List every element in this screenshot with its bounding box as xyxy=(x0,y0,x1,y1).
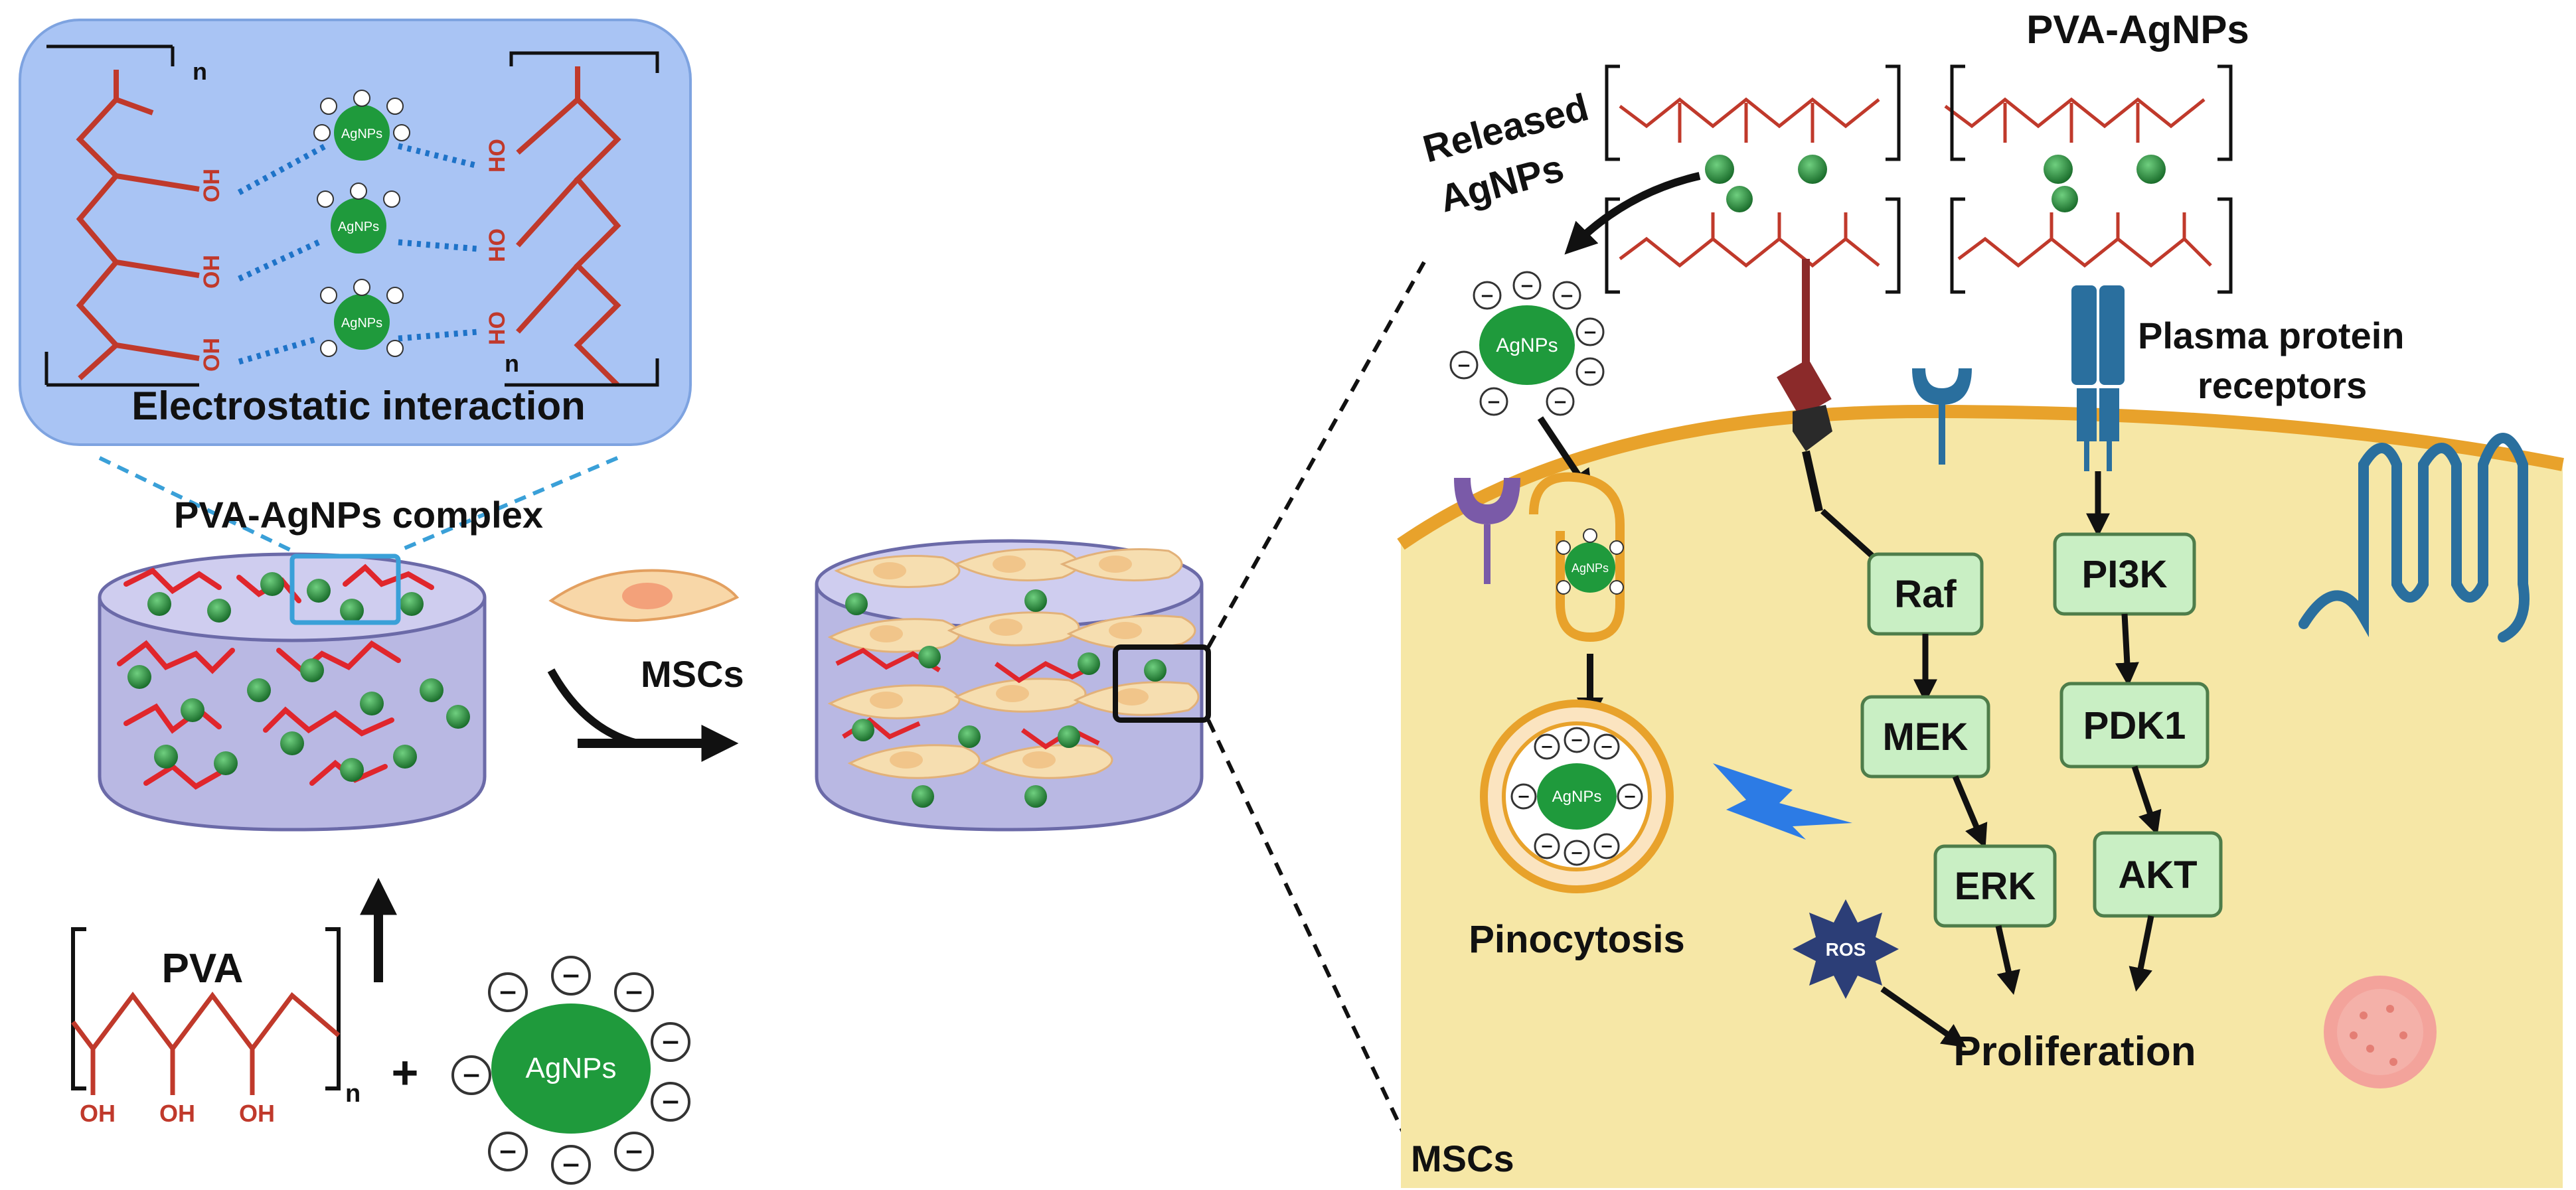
red-receptor-icon xyxy=(1777,259,1832,512)
oh-label: OH xyxy=(199,255,224,289)
svg-text:AgNPs: AgNPs xyxy=(338,220,379,234)
agnp-particle: AgNPs xyxy=(334,294,390,350)
svg-text:−: − xyxy=(561,962,581,990)
svg-text:−: − xyxy=(624,1138,644,1165)
kinase-pi3k: PI3K xyxy=(2082,553,2168,596)
svg-text:−: − xyxy=(561,1152,581,1179)
svg-text:−: − xyxy=(1517,787,1530,806)
nucleus-icon xyxy=(2324,976,2437,1088)
released-agnp: AgNPs − − − − − − − − xyxy=(1449,271,1605,416)
zoom-highlight-box xyxy=(289,554,401,625)
svg-text:−: − xyxy=(624,979,644,1006)
negative-charges: − − − − − − − − − xyxy=(451,956,690,1185)
oh-label: OH xyxy=(239,1100,275,1127)
mscs-arrow-label: MSCs xyxy=(641,653,744,695)
kinase-akt: AKT xyxy=(2118,854,2197,897)
svg-text:−: − xyxy=(1623,787,1637,806)
ros-arrow xyxy=(1880,986,1967,1048)
svg-text:−: − xyxy=(498,979,518,1006)
msc-cell-panel: MSCs xyxy=(1397,404,2564,1188)
plus-sign: + xyxy=(392,1047,419,1098)
pva-agnps-scaffold xyxy=(98,552,487,832)
svg-text:−: − xyxy=(1487,392,1501,412)
agnp-large: AgNPs − − − − − − − − − xyxy=(451,956,690,1185)
svg-text:AgNPs: AgNPs xyxy=(1571,561,1609,575)
blue-receptor-icon xyxy=(1912,368,1972,465)
kinase-raf: Raf xyxy=(1894,573,1957,616)
svg-text:AgNPs: AgNPs xyxy=(341,316,382,331)
svg-text:−: − xyxy=(1540,837,1554,855)
inset-zoom-lines xyxy=(98,456,619,553)
svg-text:−: − xyxy=(1570,731,1583,749)
ho-label: HO xyxy=(485,311,510,345)
lightning-icon xyxy=(1713,763,1852,840)
msc-cell-icon xyxy=(548,569,740,623)
pva-agnps-label: PVA-AgNPs xyxy=(2026,7,2249,52)
n-subscript: n xyxy=(345,1080,361,1108)
svg-text:−: − xyxy=(661,1029,681,1056)
svg-text:−: − xyxy=(1583,323,1597,342)
svg-text:−: − xyxy=(661,1088,681,1116)
pva-label: PVA xyxy=(162,946,244,992)
gpcr-receptor-icon xyxy=(2298,433,2530,642)
ho-label: HO xyxy=(485,139,510,173)
svg-text:−: − xyxy=(1600,837,1613,855)
svg-text:AgNPs: AgNPs xyxy=(526,1052,617,1084)
svg-text:ROS: ROS xyxy=(1826,939,1866,960)
svg-text:−: − xyxy=(1553,392,1568,412)
svg-text:−: − xyxy=(498,1138,518,1165)
svg-text:−: − xyxy=(461,1062,481,1089)
svg-text:AgNPs: AgNPs xyxy=(341,127,382,141)
n-subscript: n xyxy=(505,350,519,377)
pinocytosis-vesicle: AgNPs − − − − − − − − xyxy=(1480,700,1674,893)
svg-text:−: − xyxy=(1570,844,1583,862)
cell-seeded-scaffold xyxy=(815,539,1211,832)
agnp-particle: AgNPs xyxy=(334,105,390,161)
pinocytosis-label: Pinocytosis xyxy=(1469,918,1685,961)
svg-text:−: − xyxy=(1457,356,1471,376)
svg-text:−: − xyxy=(1583,362,1597,382)
pathway-left: Raf MEK ERK xyxy=(1860,552,2057,996)
oh-label: OH xyxy=(199,338,224,372)
oh-label: OH xyxy=(199,169,224,202)
ros-burst-icon: ROS xyxy=(1793,899,1899,999)
electrostatic-bonds xyxy=(237,143,479,365)
receptors-label-line2: receptors xyxy=(2198,364,2367,406)
release-arrow xyxy=(1564,172,1701,255)
svg-text:−: − xyxy=(1540,737,1554,756)
right-polymer-chain xyxy=(516,66,621,387)
pathway-right: PI3K PDK1 AKT xyxy=(2053,532,2223,992)
complex-label: PVA-AgNPs complex xyxy=(174,494,543,536)
mscs-cell-label: MSCs xyxy=(1411,1138,1514,1179)
left-polymer-chain xyxy=(76,70,200,380)
ho-label: HO xyxy=(485,228,510,262)
svg-text:−: − xyxy=(1520,276,1534,296)
svg-text:−: − xyxy=(1560,286,1574,306)
svg-text:−: − xyxy=(1480,286,1494,306)
svg-text:AgNPs: AgNPs xyxy=(1496,335,1558,356)
seeding-curve xyxy=(547,668,639,747)
zoom-box xyxy=(1113,644,1211,723)
released-label-line1: Released xyxy=(1419,86,1593,171)
kinase-pdk1: PDK1 xyxy=(2083,704,2186,747)
plasma-protein-receptor-icon xyxy=(2071,285,2125,471)
kinase-erk: ERK xyxy=(1955,865,2036,908)
svg-text:−: − xyxy=(1600,737,1613,756)
receptors-label-line1: Plasma protein xyxy=(2138,315,2404,356)
membrane-invagination: AgNPs xyxy=(1529,472,1625,642)
purple-receptor-icon xyxy=(1454,478,1520,584)
cell-zoom-lines xyxy=(1206,261,1426,1143)
electrostatic-inset: OH OH OH n AgNPs AgNPs AgNPs xyxy=(19,19,692,446)
electrostatic-interaction-label: Electrostatic interaction xyxy=(131,384,586,428)
oh-label: OH xyxy=(80,1100,116,1127)
pva-network-top xyxy=(1619,97,2212,268)
proliferation-label: Proliferation xyxy=(1953,1029,2196,1075)
oh-label: OH xyxy=(159,1100,195,1127)
kinase-mek: MEK xyxy=(1883,715,1969,759)
agnp-particle: AgNPs xyxy=(331,198,386,254)
pva-structure: PVA OH OH OH n xyxy=(71,927,361,1127)
n-subscript: n xyxy=(193,58,207,85)
svg-text:AgNPs: AgNPs xyxy=(1552,788,1602,806)
